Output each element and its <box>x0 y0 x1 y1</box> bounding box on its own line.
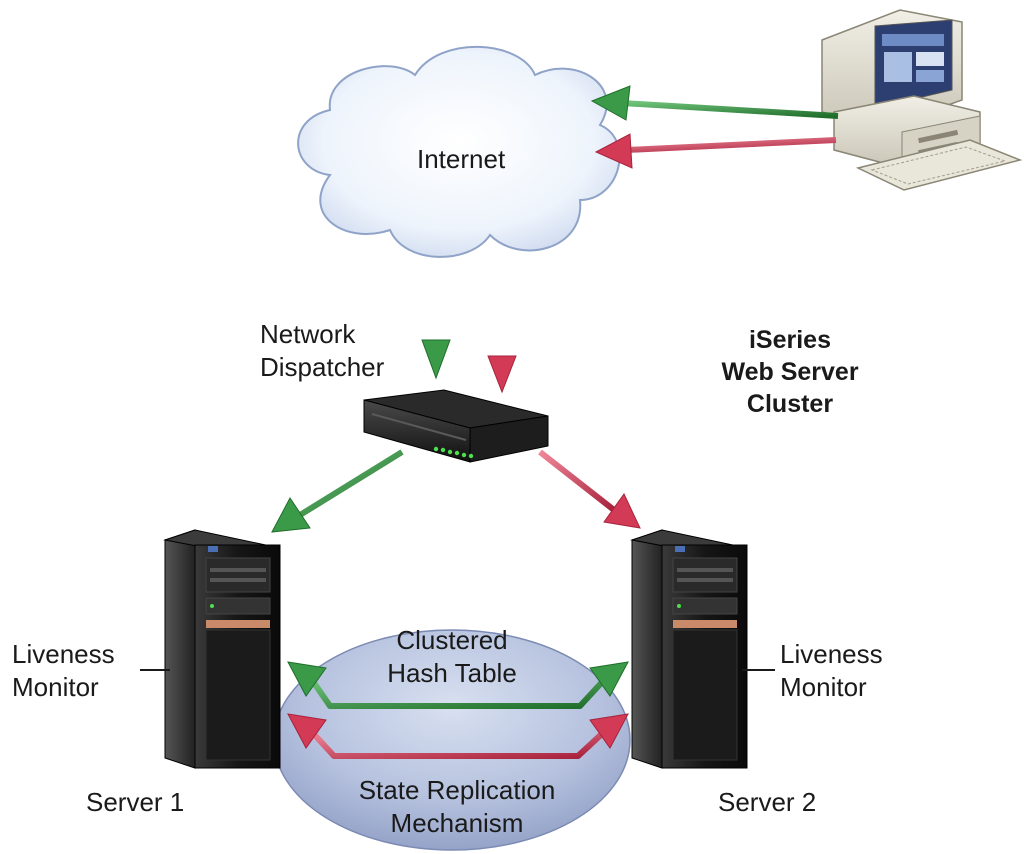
cloud-to-dispatcher-green-arrow <box>421 236 451 380</box>
hash-table-label-line2: Hash Table <box>387 658 517 688</box>
state-replication-label-line1: State Replication <box>358 775 556 805</box>
dispatcher-label-line1: Network <box>260 319 356 349</box>
dispatcher-to-server1-arrow <box>271 449 404 533</box>
client-response-arrow <box>594 133 837 169</box>
server1-liveness-monitor-label: Liveness Monitor <box>12 638 115 704</box>
client-computer-icon <box>821 9 1023 191</box>
server1-tower <box>163 529 281 769</box>
dispatcher-to-server2-arrow <box>538 449 641 529</box>
cluster-title: iSeries Web Server Cluster <box>690 324 890 420</box>
cluster-title-line1: iSeries <box>748 326 831 354</box>
server2-liveness-monitor-label: Liveness Monitor <box>780 638 883 704</box>
network-dispatcher-device <box>363 389 549 463</box>
server2-monitor-line1: Liveness <box>780 639 883 669</box>
server1-monitor-line2: Monitor <box>12 672 99 702</box>
hash-table-label-line1: Clustered <box>396 625 508 655</box>
network-dispatcher-label: Network Dispatcher <box>260 318 384 384</box>
cloud-to-dispatcher-red-arrow <box>487 262 517 394</box>
dispatcher-label-line2: Dispatcher <box>260 352 385 382</box>
state-replication-label: State Replication Mechanism <box>322 774 592 840</box>
internet-cloud <box>297 45 621 258</box>
state-replication-sync-arrow <box>287 713 629 759</box>
server2-monitor-line2: Monitor <box>780 672 867 702</box>
server1-label: Server 1 <box>86 787 185 817</box>
internet-label: Internet <box>417 144 506 174</box>
server2-tower <box>630 529 748 769</box>
state-replication-label-line2: Mechanism <box>390 808 524 838</box>
server1-monitor-line1: Liveness <box>12 639 115 669</box>
hash-table-sync-arrow <box>287 661 629 709</box>
server2-label: Server 2 <box>718 787 817 817</box>
hash-table-label: Clustered Hash Table <box>342 624 562 690</box>
cluster-title-line2: Web Server <box>721 358 859 386</box>
client-request-arrow <box>590 85 839 121</box>
cluster-title-line3: Cluster <box>746 390 834 418</box>
